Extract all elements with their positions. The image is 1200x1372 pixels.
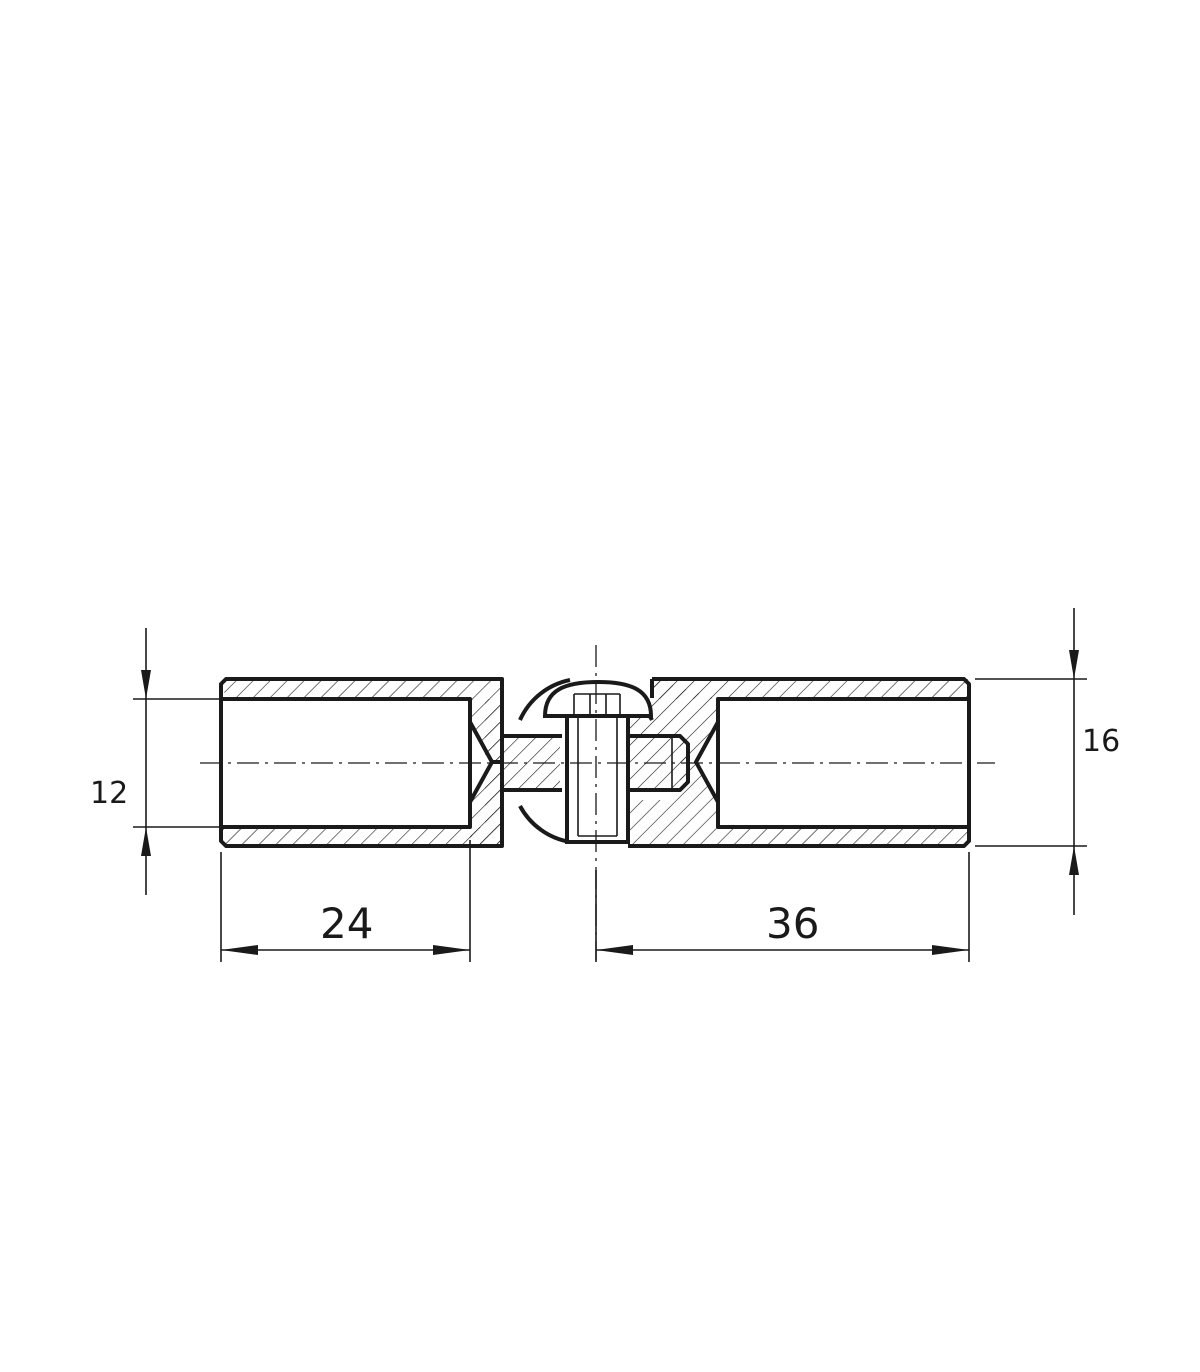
dimension-right-length bbox=[595, 852, 970, 962]
right-length-label: 36 bbox=[766, 899, 819, 948]
dimension-outer-diameter bbox=[975, 608, 1087, 915]
outer-diameter-label: 16 bbox=[1082, 724, 1120, 759]
left-length-label: 24 bbox=[320, 899, 373, 948]
hex-screw bbox=[542, 679, 654, 844]
inner-diameter-label: 12 bbox=[90, 776, 128, 811]
dimension-left-length bbox=[220, 840, 471, 962]
dimension-inner-diameter bbox=[133, 628, 470, 895]
